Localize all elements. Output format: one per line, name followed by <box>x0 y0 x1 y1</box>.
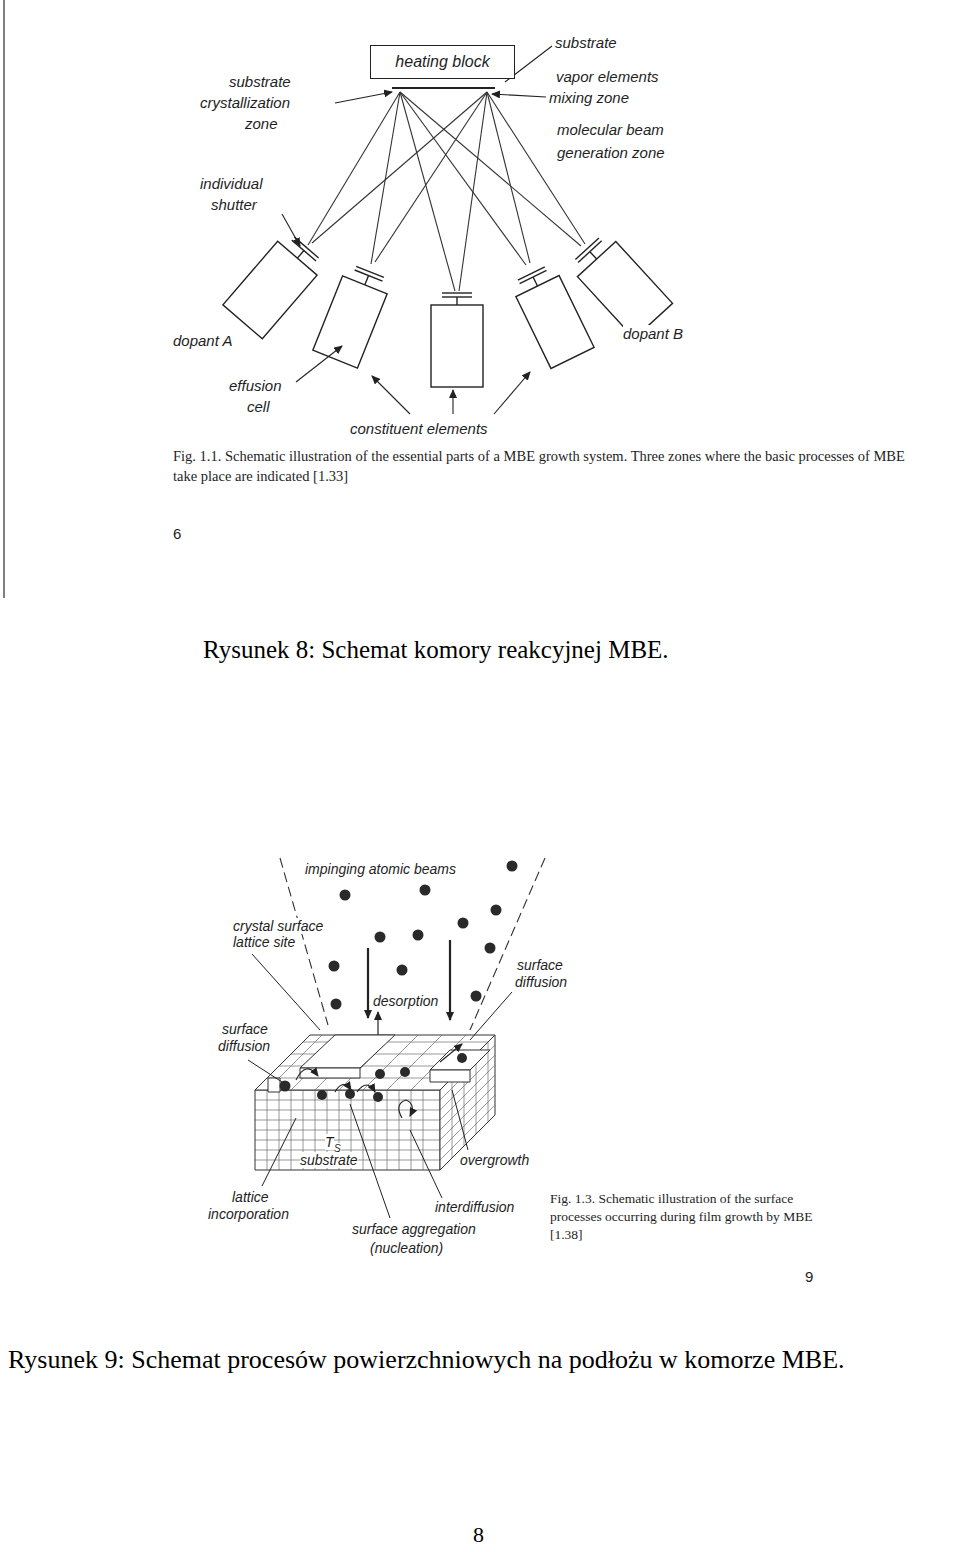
process-label: crystal surface <box>233 918 323 934</box>
page-number: 8 <box>473 1522 484 1547</box>
process-label: lattice site <box>233 934 295 950</box>
part-label: effusion <box>229 377 282 394</box>
page-number: 6 <box>173 525 181 542</box>
heating-block-box: heating block <box>370 45 515 79</box>
zone-label: vapor elements <box>556 68 659 85</box>
process-label: overgrowth <box>460 1152 529 1168</box>
process-label: lattice <box>232 1189 269 1205</box>
zone-label: mixing zone <box>549 89 629 106</box>
figure-caption: Fig. 1.3. Schematic illustration of the … <box>550 1190 825 1245</box>
figure-caption: Rysunek 9: Schemat procesów powierzchnio… <box>8 1345 845 1375</box>
process-label: interdiffusion <box>435 1199 514 1215</box>
node-text: heating block <box>395 53 489 71</box>
page-number: 9 <box>805 1268 813 1285</box>
zone-label: substrate <box>555 34 617 51</box>
part-label: individual <box>200 175 263 192</box>
temperature-symbol: T <box>325 1134 334 1150</box>
figure-caption: Rysunek 8: Schemat komory reakcyjnej MBE… <box>203 636 669 665</box>
part-label: cell <box>247 398 270 415</box>
process-label: incorporation <box>208 1206 289 1222</box>
process-label: diffusion <box>515 974 567 990</box>
process-label: (nucleation) <box>370 1240 443 1256</box>
process-label: surface <box>222 1021 268 1037</box>
part-label: dopant A <box>173 332 233 349</box>
zone-label: substrate <box>229 73 291 90</box>
process-label: surface <box>517 957 563 973</box>
part-label: dopant B <box>623 325 683 342</box>
zone-label: generation zone <box>557 144 665 161</box>
process-label: surface aggregation <box>352 1221 476 1237</box>
zone-label: molecular beam <box>557 121 664 138</box>
part-label: constituent elements <box>350 420 488 437</box>
zone-label: crystallization <box>200 94 290 111</box>
process-label: diffusion <box>218 1038 270 1054</box>
process-label: substrate <box>300 1152 358 1168</box>
zone-label: zone <box>245 115 278 132</box>
process-label: impinging atomic beams <box>305 861 456 877</box>
process-label: desorption <box>373 993 438 1009</box>
part-label: shutter <box>211 196 257 213</box>
figure-caption: Fig. 1.1. Schematic illustration of the … <box>173 447 908 486</box>
